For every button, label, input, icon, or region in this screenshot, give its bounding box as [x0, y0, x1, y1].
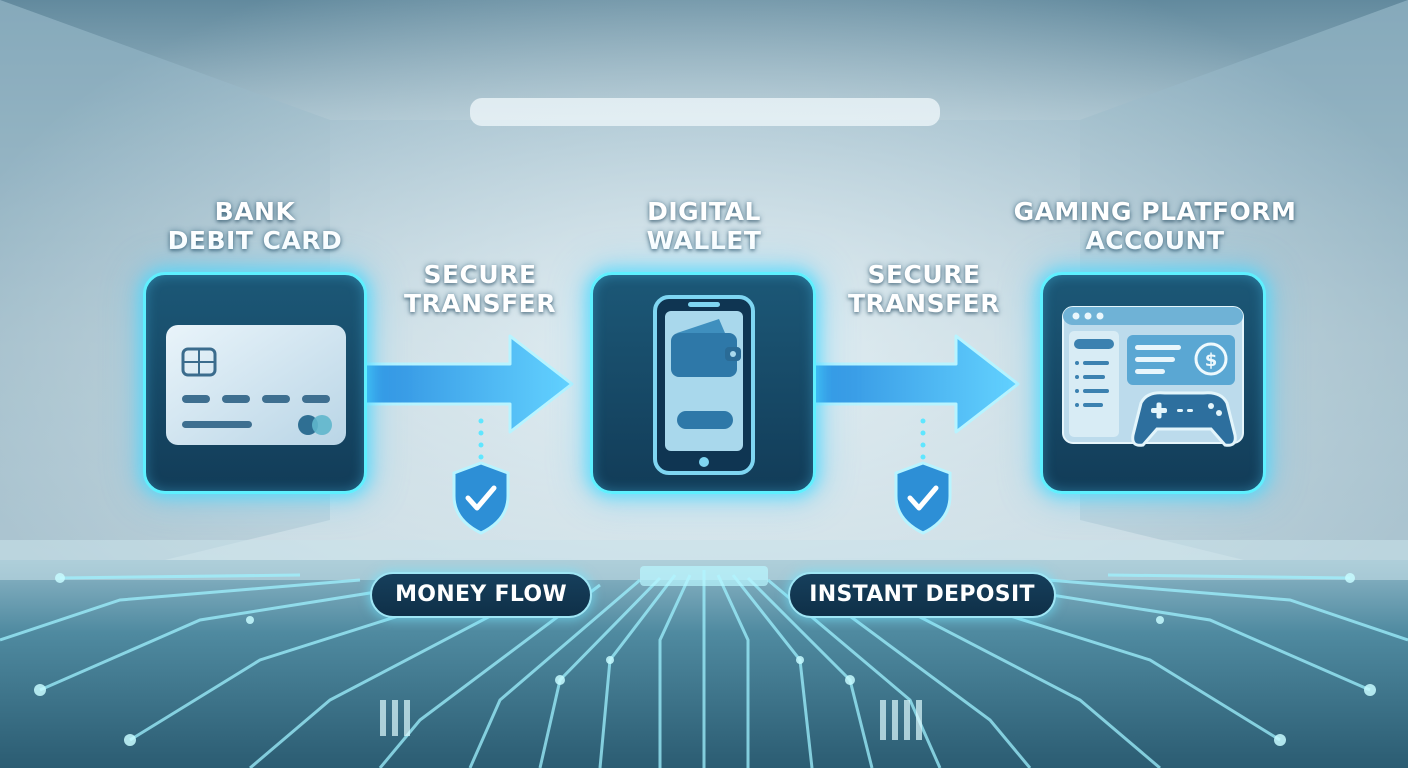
connector-dots-2: [920, 418, 926, 460]
platform-label-line2: ACCOUNT: [1085, 226, 1225, 255]
wallet-label-line1: DIGITAL: [647, 197, 761, 226]
transfer-1-line2: TRANSFER: [404, 289, 556, 318]
mobile-wallet-icon: [653, 295, 755, 475]
digital-wallet-label: DIGITAL WALLET: [594, 197, 814, 255]
wallet-label-line2: WALLET: [646, 226, 762, 255]
platform-label-line1: GAMING PLATFORM: [1013, 197, 1297, 226]
bank-label-line1: BANK: [214, 197, 296, 226]
transfer-arrow-2: [806, 334, 1020, 434]
gaming-platform-label: GAMING PLATFORM ACCOUNT: [1010, 197, 1300, 255]
bank-label-line2: DEBIT CARD: [167, 226, 343, 255]
connector-dots-1: [478, 418, 484, 460]
instant-deposit-badge: INSTANT DEPOSIT: [788, 572, 1056, 618]
transfer-2-line2: TRANSFER: [848, 289, 1000, 318]
gaming-platform-node: $: [1040, 272, 1266, 494]
shield-check-icon: [894, 461, 952, 535]
gaming-dashboard-icon: $: [1062, 306, 1244, 447]
svg-text:$: $: [1205, 350, 1218, 371]
credit-card-icon: [166, 325, 346, 445]
secure-transfer-label-2: SECURE TRANSFER: [834, 260, 1014, 318]
transfer-2-line1: SECURE: [867, 260, 981, 289]
transfer-arrow-1: [360, 334, 574, 434]
bank-debit-card-label: BANK DEBIT CARD: [150, 197, 360, 255]
shield-check-icon: [452, 461, 510, 535]
transfer-1-line1: SECURE: [423, 260, 537, 289]
secure-transfer-label-1: SECURE TRANSFER: [390, 260, 570, 318]
bank-debit-card-node: [143, 272, 367, 494]
digital-wallet-node: [590, 272, 816, 494]
money-flow-badge: MONEY FLOW: [370, 572, 592, 618]
